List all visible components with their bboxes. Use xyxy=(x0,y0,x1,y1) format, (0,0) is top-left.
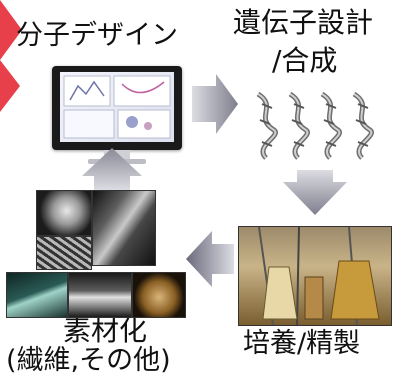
dna-helix-icon xyxy=(288,91,310,160)
red-accent-bottom xyxy=(0,60,20,112)
arrow-down xyxy=(283,170,347,215)
material-photo-fibers xyxy=(92,190,156,266)
material-photo-green-fiber xyxy=(6,272,68,318)
label-culture-purification: 培養/精製 xyxy=(243,328,361,359)
label-materialization-line2: (繊維,その他) xyxy=(6,345,171,376)
culture-flask-photo xyxy=(238,226,392,326)
culture-flasks-icon xyxy=(258,226,380,326)
material-photo-film xyxy=(68,272,132,318)
dna-helix-icon xyxy=(352,91,374,160)
arrow-up xyxy=(82,148,142,190)
dna-helix-icon xyxy=(256,91,278,160)
material-photo-disc xyxy=(132,272,186,318)
molecule-window-icon xyxy=(63,75,171,139)
material-photo-cylinder xyxy=(36,190,92,236)
label-gene-design-line1: 遺伝子設計 xyxy=(233,6,374,39)
red-accent-top xyxy=(0,0,22,60)
material-photo-fabric xyxy=(36,236,92,270)
arrow-left xyxy=(186,231,234,287)
label-materialization-line1: 素材化 xyxy=(63,314,148,347)
monitor-screen xyxy=(60,72,174,142)
arrow-right xyxy=(192,74,238,134)
dna-helix-icon xyxy=(320,91,342,160)
label-gene-design-line2: /合成 xyxy=(272,44,338,77)
label-molecular-design: 分子デザイン xyxy=(16,20,178,51)
